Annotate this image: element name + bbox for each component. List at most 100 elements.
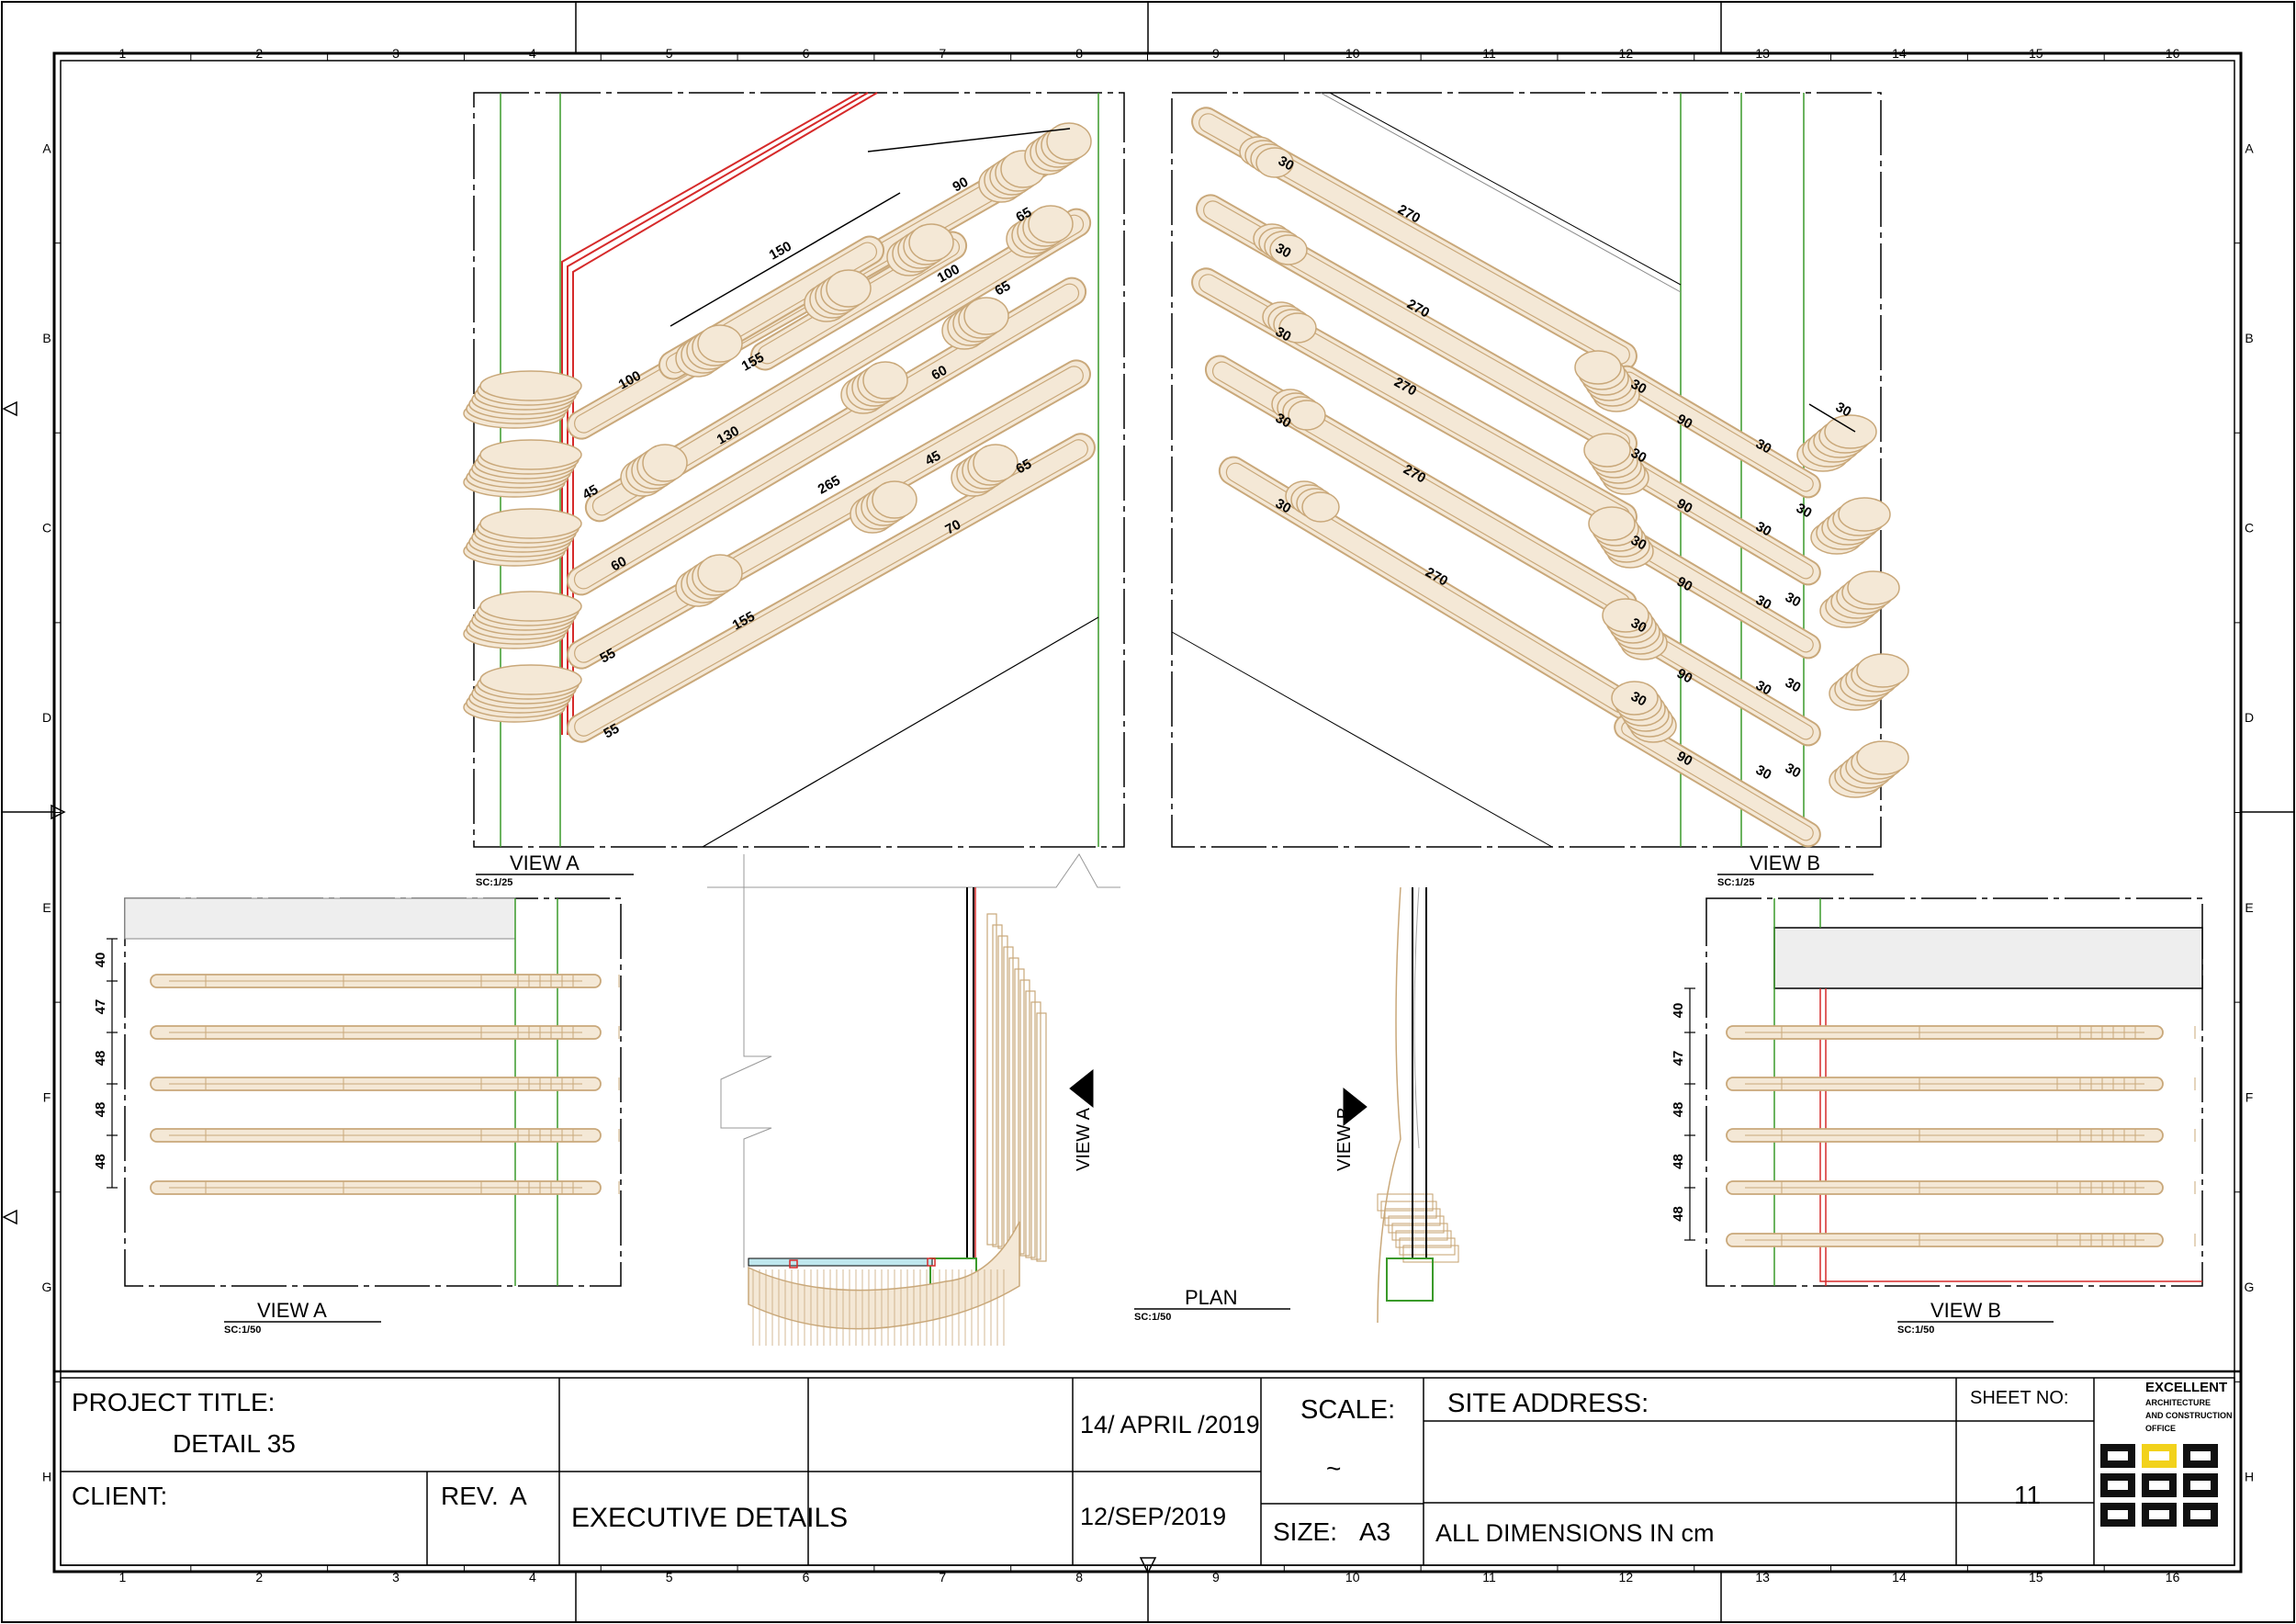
handrail-body [566, 276, 1087, 596]
step-slice [1847, 570, 1900, 605]
row-label-left: H [42, 1470, 51, 1484]
dimension-line [670, 192, 901, 327]
handrail-inner [1621, 720, 1814, 841]
view-b-handrails [1191, 107, 1821, 848]
step-slice [826, 269, 872, 308]
dimension-text: 65 [1013, 205, 1034, 226]
spacing-dimension-text: 40 [93, 953, 108, 968]
handrail-body [584, 208, 1092, 523]
dimension-text: 90 [1674, 666, 1695, 687]
plan-scale: SC:1/50 [1134, 1312, 1171, 1323]
column-label-top: 11 [1482, 46, 1496, 61]
step-slice [1046, 122, 1092, 161]
dimension-text: 30 [1628, 615, 1649, 637]
step-slice [1301, 491, 1340, 523]
handrail-body [1614, 714, 1821, 848]
column-label-top: 14 [1892, 46, 1907, 61]
plan-step-b [1388, 1215, 1445, 1234]
view-b-iso-title: VIEW B [1750, 851, 1820, 874]
plan-step-edge [1030, 1001, 1041, 1260]
step-slice [1028, 205, 1074, 243]
dimension-line [867, 128, 1071, 152]
title-block-grid [54, 1370, 2241, 1566]
view-a-elev-title: VIEW A [257, 1299, 327, 1322]
dimension-text: 90 [1674, 574, 1695, 595]
column-label-top: 3 [392, 46, 400, 61]
spacing-dimension-text: 48 [1671, 1154, 1686, 1169]
plan-anchor [927, 1257, 936, 1267]
dimension-text: 90 [1674, 412, 1695, 433]
column-label-bottom: 1 [119, 1570, 127, 1585]
row-label-right: E [2245, 900, 2253, 915]
handrail-inner [665, 242, 878, 374]
column-label-bottom: 8 [1075, 1570, 1083, 1585]
step-slice [479, 370, 582, 401]
handrail-inner [1199, 113, 1630, 365]
dimension-text: 55 [597, 646, 618, 667]
column-label-top: 5 [666, 46, 673, 61]
logo-block-cut [2190, 1510, 2211, 1519]
dimension-text: 30 [1783, 761, 1804, 782]
step-slice [1856, 653, 1909, 688]
dimension-text: 30 [1628, 689, 1649, 710]
logo-line-2: ARCHITECTURE [2145, 1398, 2211, 1407]
plan-step-edge [1008, 957, 1019, 1253]
plan-step-edge [1003, 946, 1014, 1251]
row-label-left: C [42, 521, 51, 536]
spacing-dimension-text: 47 [93, 999, 108, 1015]
row-label-left: E [42, 900, 51, 915]
plan-view: VIEW A VIEW B PLAN SC:1/50 [707, 853, 1459, 1346]
column-label-bottom: 14 [1892, 1570, 1907, 1585]
row-label-left: B [42, 331, 51, 345]
step-slice [1824, 414, 1877, 449]
column-label-bottom: 7 [939, 1570, 946, 1585]
inner-frame [52, 51, 2243, 1573]
scale-label: SCALE: [1300, 1395, 1395, 1425]
step-slice [1269, 234, 1308, 265]
title-block-text: PROJECT TITLE: DETAIL 35 CLIENT: REV. A … [72, 1388, 2068, 1547]
column-label-top: 7 [939, 46, 946, 61]
column-label-top: 9 [1212, 46, 1220, 61]
logo-line-1: EXCELLENT [2145, 1380, 2227, 1395]
scale-value: ~ [1326, 1454, 1341, 1483]
logo-block-cut [2149, 1451, 2169, 1460]
drawing-type: EXECUTIVE DETAILS [571, 1503, 848, 1533]
view-a-iso-title: VIEW A [510, 851, 580, 874]
dimension-text: 60 [929, 363, 950, 384]
column-label-bottom: 2 [255, 1570, 263, 1585]
plan-step-edge [1036, 1012, 1047, 1262]
row-label-left: A [42, 141, 51, 155]
project-title-label: PROJECT TITLE: [72, 1388, 275, 1416]
dimension-text: 55 [601, 721, 622, 742]
plan-profile-b [1377, 886, 1401, 1324]
step-slice [1574, 350, 1622, 385]
step-slice [1588, 506, 1636, 541]
column-label-bottom: 9 [1212, 1570, 1220, 1585]
logo-block-cut [2149, 1510, 2169, 1519]
view-b-elevation-rails [1726, 1025, 2196, 1247]
dimension-text: 30 [1783, 590, 1804, 611]
logo-block-cut [2108, 1451, 2128, 1460]
handrail [566, 276, 1087, 596]
spacing-dimension-text: 48 [1671, 1206, 1686, 1222]
column-label-top: 4 [529, 46, 536, 61]
dimension-text: 30 [1753, 592, 1774, 614]
row-label-left: D [42, 710, 51, 725]
column-label-top: 16 [2166, 46, 2180, 61]
dimension-text: 45 [580, 482, 601, 503]
dimension-line [1808, 403, 1856, 433]
handrail-body [1196, 194, 1638, 458]
step-slice [908, 223, 954, 262]
dimension-text: 30 [1794, 501, 1815, 522]
dimension-text: 65 [1013, 457, 1034, 478]
spacing-dimension-text: 48 [1671, 1102, 1686, 1118]
column-label-top: 15 [2029, 46, 2043, 61]
plan-steps [748, 886, 1459, 1346]
logo-block-cut [2108, 1510, 2128, 1519]
plan-step-edge [997, 935, 1008, 1249]
spacing-dimension-text: 40 [1671, 1003, 1686, 1019]
dimension-text: 30 [1276, 153, 1297, 175]
